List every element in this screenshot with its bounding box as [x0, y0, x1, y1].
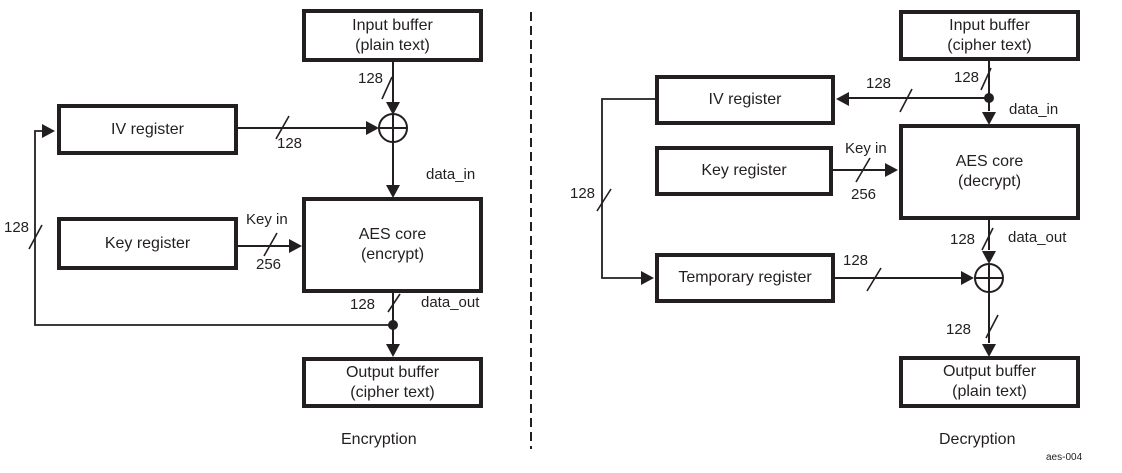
dec-xor-icon: [974, 263, 1004, 293]
enc-key-to-aes-wire: [238, 232, 302, 257]
dec-key-to-aes-wire: [833, 157, 898, 183]
dec-data-out-label: data_out: [1008, 229, 1067, 246]
dec-aes-core-line1: AES core: [955, 153, 1024, 170]
enc-input-buffer-line2: (plain text): [355, 36, 430, 54]
enc-iv-register: IV register: [57, 104, 238, 155]
dec-key-register: Key register: [655, 146, 833, 196]
dec-feedback-bus-width-label: 128: [570, 185, 596, 202]
enc-xor-to-aes-wire: [386, 142, 400, 198]
decryption-caption: Decryption: [939, 431, 1016, 448]
enc-xor-icon: [378, 113, 408, 143]
dec-xor-out-bus-width-label: 128: [946, 321, 972, 338]
dec-output-buffer-line1: Output buffer: [942, 363, 1037, 380]
enc-output-bus-width-label: 128: [350, 296, 376, 313]
enc-iv-bus-width-label: 128: [277, 135, 303, 152]
dec-aes-to-xor-wire: [981, 220, 996, 264]
enc-feedback-wire: [28, 124, 393, 326]
enc-input-to-xor-wire: [381, 62, 400, 115]
dec-temporary-register-label: Temporary register: [678, 269, 812, 286]
enc-input-bus-width-label: 128: [358, 70, 384, 87]
enc-feedback-bus-width-label: 128: [4, 219, 30, 236]
dec-input-bus-width-label: 128: [954, 69, 980, 86]
dec-xor-to-output-wire: [982, 292, 999, 357]
enc-aes-core-line2: (encrypt): [360, 246, 425, 263]
enc-output-buffer-line1: Output buffer: [345, 363, 440, 381]
dec-temp-bus-width-label: 128: [843, 252, 869, 269]
enc-key-register: Key register: [57, 217, 238, 270]
dec-input-to-iv-wire: [836, 88, 989, 113]
dec-dataout-bus-width-label: 128: [950, 231, 976, 248]
enc-aes-core: AES core (encrypt): [302, 197, 483, 293]
enc-output-buffer: Output buffer (cipher text): [302, 357, 483, 408]
dec-iv-register-label: IV register: [708, 91, 782, 108]
dec-key-bus-width-label: 256: [851, 186, 877, 203]
dec-aes-core-line2: (decrypt): [957, 173, 1022, 190]
dec-data-in-label: data_in: [1009, 101, 1059, 118]
dec-aes-core: AES core (decrypt): [899, 124, 1080, 220]
dec-input-buffer-line1: Input buffer: [949, 16, 1030, 34]
dec-input-to-aes-wire: [980, 61, 996, 125]
dec-key-in-label: Key in: [845, 140, 887, 157]
dec-iv-to-temp-wire: [596, 98, 655, 285]
enc-input-buffer-line1: Input buffer: [352, 16, 433, 34]
enc-aes-core-line1: AES core: [358, 226, 427, 243]
enc-aes-to-output-wire: [386, 293, 401, 357]
figure-id-label: aes-004: [1046, 452, 1083, 463]
encryption-caption: Encryption: [341, 431, 417, 448]
dec-output-buffer-line2: (plain text): [952, 383, 1027, 400]
enc-key-in-label: Key in: [246, 211, 288, 228]
enc-key-bus-width-label: 256: [256, 256, 282, 273]
dec-iv-register: IV register: [655, 75, 835, 125]
enc-key-register-label: Key register: [104, 234, 191, 252]
dec-output-buffer: Output buffer (plain text): [899, 356, 1080, 408]
dec-temp-to-xor-wire: [835, 267, 974, 292]
enc-output-buffer-line2: (cipher text): [350, 383, 435, 401]
dec-input-buffer: Input buffer (cipher text): [899, 10, 1080, 61]
enc-iv-register-label: IV register: [111, 120, 184, 138]
enc-iv-to-xor-wire: [238, 115, 379, 140]
dec-iv-bus-width-label: 128: [866, 75, 892, 92]
dec-key-register-label: Key register: [701, 162, 787, 179]
dec-input-buffer-line2: (cipher text): [947, 36, 1032, 54]
enc-input-buffer: Input buffer (plain text): [302, 9, 483, 62]
enc-data-out-label: data_out: [421, 294, 480, 311]
dec-temporary-register: Temporary register: [655, 253, 835, 303]
enc-data-in-label: data_in: [426, 166, 476, 183]
